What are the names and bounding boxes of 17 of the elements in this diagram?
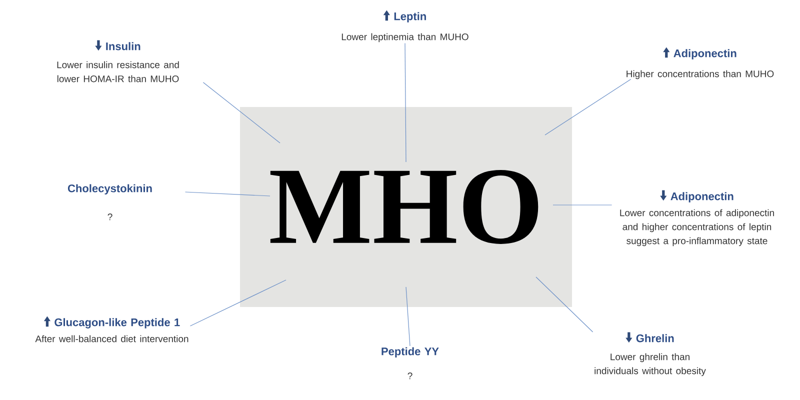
hormone-label: Ghrelin Lower ghrelin than individuals without obesity <box>594 332 706 376</box>
connector-line <box>184 192 270 196</box>
hormone-label: Leptin Lower leptinemia than MUHO <box>342 10 468 42</box>
hormone-label: Adiponectin Lower concentrations of adiponectin and higher concentrations of leptin suggest a pro-inflammatory state <box>620 190 774 246</box>
connector-line <box>552 204 612 206</box>
connector-line <box>202 82 280 144</box>
title-box: MHO <box>240 107 572 307</box>
connector-line <box>536 276 594 332</box>
connector-line <box>190 280 286 326</box>
hormone-label: Adiponectin Higher concentrations than MUHO <box>626 47 774 80</box>
hormone-label: Insulin Lower insulin resistance and lower HOMA-IR than MUHO <box>57 40 179 82</box>
connector-line <box>544 78 632 136</box>
hormone-label: Glucagon-like Peptide 1 After well-balanced diet intervention <box>35 316 188 342</box>
connector-line <box>406 286 410 346</box>
connector-line <box>404 42 406 162</box>
hormone-label: Cholecystokinin ? <box>68 184 152 220</box>
hormone-label: Peptide YY ? <box>382 347 439 380</box>
